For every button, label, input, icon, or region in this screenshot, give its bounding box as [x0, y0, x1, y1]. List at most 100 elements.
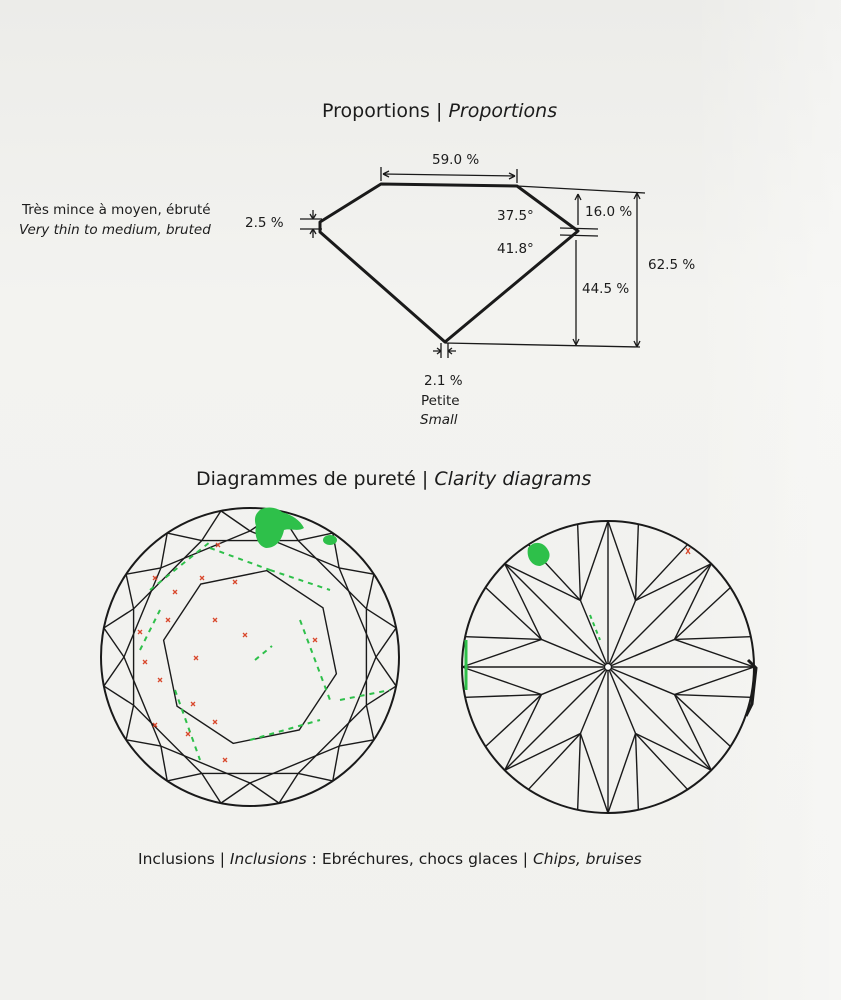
pavilion-facet-line — [607, 666, 637, 734]
girdle-facet-line — [103, 656, 125, 687]
inclusions-label-fr: Inclusions — [138, 850, 215, 868]
pavilion-facet-line — [607, 600, 637, 668]
inclusion-mark — [165, 617, 171, 623]
girdle-facet-line — [167, 532, 202, 542]
pavilion-facet-line — [576, 733, 582, 810]
bruise-line — [209, 547, 271, 571]
pavilion-facet-line — [461, 666, 542, 696]
inclusion-mark — [142, 659, 148, 665]
girdle-facet-line — [338, 739, 375, 747]
pavilion-facet-line — [579, 733, 609, 814]
inclusion-mark — [190, 701, 196, 707]
culet-point — [603, 662, 613, 672]
girdle-facet-line — [332, 745, 340, 782]
girdle-facet-line — [366, 685, 397, 706]
bruise-line — [139, 609, 161, 651]
inclusion-mark — [152, 575, 158, 581]
inclusion-mark — [222, 757, 228, 763]
pavilion-facet-line — [674, 666, 755, 696]
pavilion-facet-line — [607, 638, 675, 668]
culet-description-fr: Petite — [421, 393, 460, 409]
pavilion-facet-line — [674, 635, 751, 641]
bruise-line — [269, 569, 331, 591]
star-square-outline — [123, 530, 377, 784]
pavilion-view-diagram — [461, 520, 758, 814]
girdle-facet-line — [125, 739, 162, 747]
inclusion-mark — [157, 677, 163, 683]
inclusion-mark — [212, 617, 218, 623]
diamond-profile — [318, 182, 580, 344]
girdle-description-fr: Très mince à moyen, ébruté — [22, 202, 211, 218]
pavilion-facet-line — [674, 638, 755, 668]
inclusion-mark — [185, 731, 191, 737]
pavilion-facet-line — [504, 732, 581, 771]
inclusion-mark — [172, 589, 178, 595]
clarity-heading: Diagrammes de pureté | Clarity diagrams — [196, 468, 591, 490]
girdle-facet-line — [103, 685, 134, 706]
pavilion-facet-line — [579, 520, 609, 601]
pavilion-depth: 44.5 % — [582, 281, 630, 297]
pavilion-facet-line — [674, 586, 731, 640]
girdle-facet-line — [220, 510, 251, 532]
pavilion-facet-line — [674, 693, 751, 699]
girdle-facet-line — [160, 532, 168, 569]
pavilion-main-line — [607, 666, 712, 771]
inclusion-mark — [242, 632, 248, 638]
inclusion-mark — [152, 722, 158, 728]
girdle-outline — [100, 507, 400, 807]
girdle-facet-line — [375, 656, 397, 687]
pavilion-facet-line — [485, 694, 542, 748]
pavilion-facet-line — [461, 638, 542, 668]
girdle-facet-line — [249, 782, 280, 804]
pavilion-facet-line — [607, 733, 637, 814]
pavilion-facet-line — [634, 733, 640, 810]
table-percentage: 59.0 % — [432, 152, 480, 168]
inclusion-mark — [232, 579, 238, 585]
legend-colon: : — [311, 850, 317, 868]
proportions-heading: Proportions | Proportions — [322, 100, 557, 122]
pavilion-facet-line — [635, 732, 712, 771]
pavilion-facet-line — [635, 544, 689, 601]
bruise-line — [339, 689, 391, 701]
pavilion-main-line — [504, 666, 609, 771]
girdle-facet-line — [365, 705, 375, 740]
girdle-facet-line — [201, 773, 222, 804]
pavilion-main-line — [504, 563, 609, 668]
chip-mark — [527, 542, 550, 566]
girdle-facet-line — [298, 532, 333, 542]
inclusion-mark — [215, 542, 221, 548]
clarity-legend: Inclusions | Inclusions : Ebréchures, ch… — [138, 850, 642, 868]
pavilion-main-line — [607, 563, 712, 668]
pavilion-facet-line — [607, 666, 675, 696]
pavilion-facet-line — [541, 638, 609, 668]
proportions-title-en: Proportions — [448, 100, 558, 122]
inclusion-mark — [193, 655, 199, 661]
legend-separator: | — [219, 850, 225, 868]
total-depth: 62.5 % — [648, 257, 696, 273]
bruise-line — [254, 645, 273, 661]
girdle-facet-line — [103, 608, 134, 629]
proportions-title-fr: Proportions — [322, 100, 430, 122]
crown-height: 16.0 % — [585, 204, 633, 220]
inclusions-label-en: Inclusions — [229, 850, 307, 868]
chips-label-fr: Ebréchures, chocs glaces — [321, 850, 518, 868]
pavilion-facet-line — [485, 586, 542, 640]
pavilion-facet-line — [527, 733, 581, 790]
pavilion-facet-line — [541, 666, 609, 696]
inclusion-mark — [212, 719, 218, 725]
inclusion-mark — [685, 547, 691, 555]
bruise-line — [249, 719, 321, 741]
table-facet-outline — [162, 569, 338, 745]
girdle-facet-line — [298, 772, 333, 782]
pavilion-facet-line — [634, 524, 640, 601]
pavilion-facet-line — [504, 563, 581, 602]
chip-mark — [323, 535, 337, 545]
legend-separator: | — [522, 850, 529, 868]
crown-angle: 37.5° — [497, 208, 534, 224]
pavilion-facet-line — [576, 524, 582, 601]
girdle-facet-line — [167, 772, 202, 782]
inclusion-mark — [199, 575, 205, 581]
culet-percentage: 2.1 % — [424, 373, 463, 389]
